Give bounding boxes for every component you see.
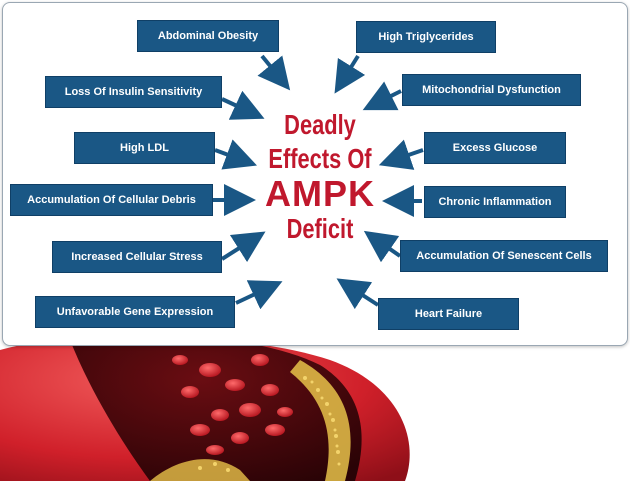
title-line-2: Effects Of bbox=[268, 143, 372, 174]
title-line-3: AMPK bbox=[265, 173, 375, 214]
effect-increased-cellular-stress: Increased Cellular Stress bbox=[52, 241, 222, 273]
effect-loss-of-insulin-sensitivity: Loss Of Insulin Sensitivity bbox=[45, 76, 222, 108]
effect-abdominal-obesity: Abdominal Obesity bbox=[137, 20, 279, 52]
effect-chronic-inflammation: Chronic Inflammation bbox=[424, 186, 566, 218]
effect-high-ldl: High LDL bbox=[74, 132, 215, 164]
title-line-4: Deficit bbox=[286, 213, 354, 244]
center-title: Deadly Effects Of AMPK Deficit bbox=[240, 108, 400, 246]
effect-high-triglycerides: High Triglycerides bbox=[356, 21, 496, 53]
effect-accumulation-of-senescent-cells: Accumulation Of Senescent Cells bbox=[400, 240, 608, 272]
artery-cross-section-icon bbox=[0, 330, 415, 481]
effect-heart-failure: Heart Failure bbox=[378, 298, 519, 330]
effect-mitochondrial-dysfunction: Mitochondrial Dysfunction bbox=[402, 74, 581, 106]
effect-accumulation-of-cellular-debris: Accumulation Of Cellular Debris bbox=[10, 184, 213, 216]
effect-unfavorable-gene-expression: Unfavorable Gene Expression bbox=[35, 296, 235, 328]
effect-excess-glucose: Excess Glucose bbox=[424, 132, 566, 164]
title-line-1: Deadly bbox=[284, 109, 356, 140]
diagram-card bbox=[2, 2, 628, 346]
